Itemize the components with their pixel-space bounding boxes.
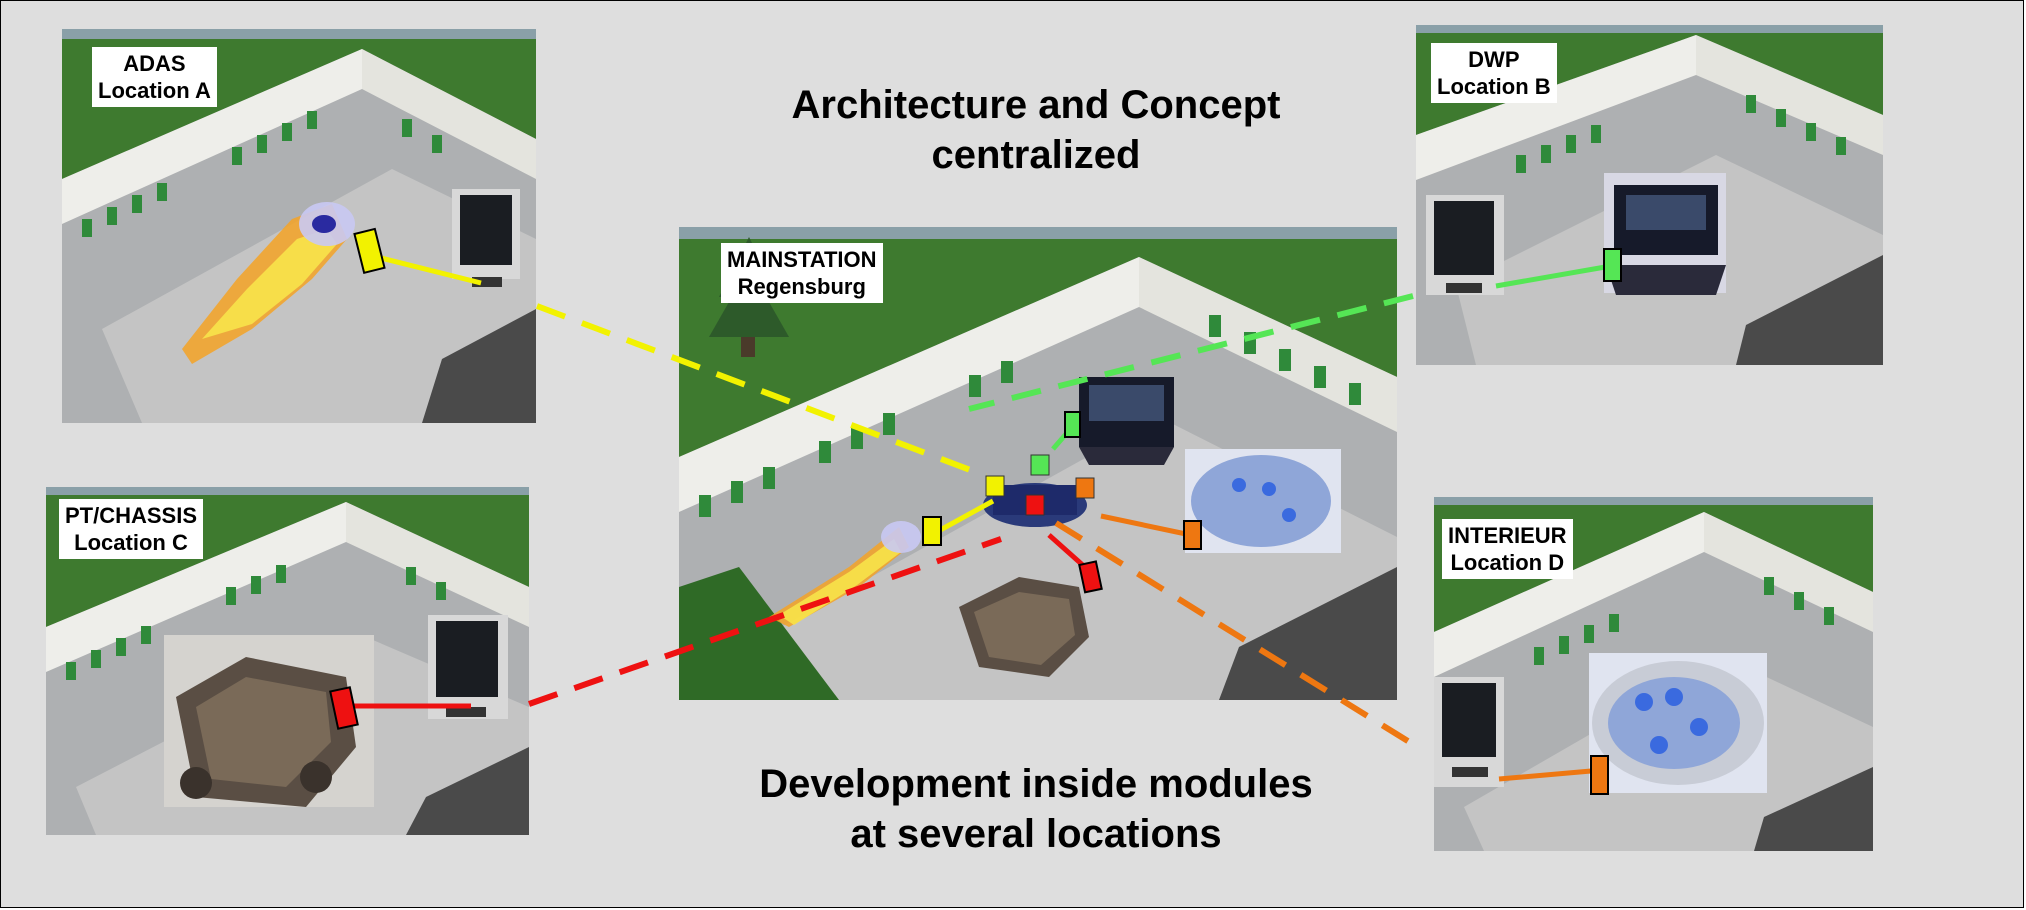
label-module: PT/CHASSIS bbox=[65, 503, 198, 528]
campus-aerial-image bbox=[62, 29, 536, 423]
bottom-heading: Development inside modules at several lo… bbox=[681, 759, 1391, 859]
label-module: DWP bbox=[1468, 47, 1520, 72]
interieur-location-label: INTERIEUR Location D bbox=[1442, 519, 1573, 579]
bottom-heading-line-2: at several locations bbox=[850, 812, 1222, 856]
label-module: ADAS bbox=[123, 51, 186, 76]
top-heading: Architecture and Concept centralized bbox=[681, 80, 1391, 180]
campus-aerial-image bbox=[1416, 25, 1883, 365]
label-location: Location D bbox=[1450, 550, 1565, 575]
adas-location-label: ADAS Location A bbox=[92, 47, 217, 107]
adas-location-panel bbox=[62, 29, 536, 423]
label-location: Regensburg bbox=[737, 274, 866, 299]
label-module: INTERIEUR bbox=[1448, 523, 1567, 548]
label-location: Location A bbox=[98, 78, 211, 103]
top-heading-line-1: Architecture and Concept bbox=[791, 83, 1281, 127]
top-heading-line-2: centralized bbox=[931, 133, 1141, 177]
label-location: Location C bbox=[74, 530, 188, 555]
label-location: Location B bbox=[1437, 74, 1551, 99]
label-module: MAINSTATION bbox=[727, 247, 877, 272]
bottom-heading-line-1: Development inside modules bbox=[759, 762, 1313, 806]
dwp-location-panel bbox=[1416, 25, 1883, 365]
mainstation-label: MAINSTATION Regensburg bbox=[721, 243, 883, 303]
dwp-location-label: DWP Location B bbox=[1431, 43, 1557, 103]
pt-chassis-location-label: PT/CHASSIS Location C bbox=[59, 499, 204, 559]
